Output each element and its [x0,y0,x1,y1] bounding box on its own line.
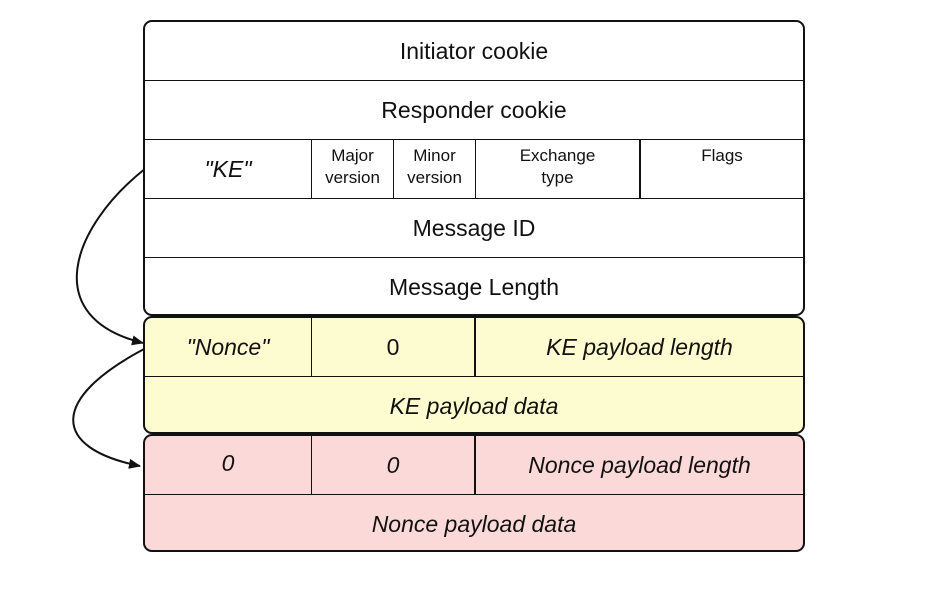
initiator-cookie-row: Initiator cookie [145,22,803,81]
minor-version-label-line2: version [407,168,462,187]
responder-cookie-row: Responder cookie [145,81,803,140]
nonce-payload-length-field: Nonce payload length [528,451,751,478]
ke-generic-header-row: "Nonce" 0 KE payload length [145,318,803,377]
message-length-row: Message Length [145,258,803,314]
minor-version-field: Minor version [394,140,476,198]
flags-field: Flags [701,146,743,165]
ke-payload-block: "Nonce" 0 KE payload length KE payload d… [143,316,805,434]
major-version-label-line1: Major [331,146,374,165]
header-fields-row: "KE" Major version Minor version Exchang… [145,140,803,199]
ke-payload-data-field: KE payload data [389,393,559,419]
nonce-data-row: Nonce payload data [145,495,803,550]
message-id-field: Message ID [412,214,536,241]
message-id-row: Message ID [145,199,803,258]
exchange-type-label-line1: Exchange [519,146,596,165]
ke-payload-length-field: KE payload length [546,333,733,360]
nonce-next-payload-field: 0 [145,436,312,494]
exchange-type-field: Exchange type [476,140,641,198]
arrow-ke-to-nonce [72,347,147,469]
nonce-generic-header-row: 0 0 Nonce payload length [145,436,803,495]
ke-next-payload-field: "Nonce" [145,318,312,376]
major-version-field: Major version [312,140,394,198]
initiator-cookie-field: Initiator cookie [399,37,549,64]
arrow-header-to-ke [75,167,147,346]
ke-reserved-field: 0 [312,318,476,376]
nonce-payload-block: 0 0 Nonce payload length Nonce payload d… [143,434,805,552]
ke-data-row: KE payload data [145,377,803,432]
message-length-field: Message Length [388,274,560,300]
nonce-payload-data-field: Nonce payload data [371,511,577,537]
exchange-type-label-line2: type [541,168,574,187]
isakmp-header-block: Initiator cookie Responder cookie "KE" M… [143,20,805,316]
responder-cookie-field: Responder cookie [381,96,567,123]
minor-version-label-line1: Minor [413,146,456,165]
major-version-label-line2: version [325,168,380,187]
nonce-reserved-field: 0 [312,436,476,494]
header-next-payload-field: "KE" [145,140,312,198]
